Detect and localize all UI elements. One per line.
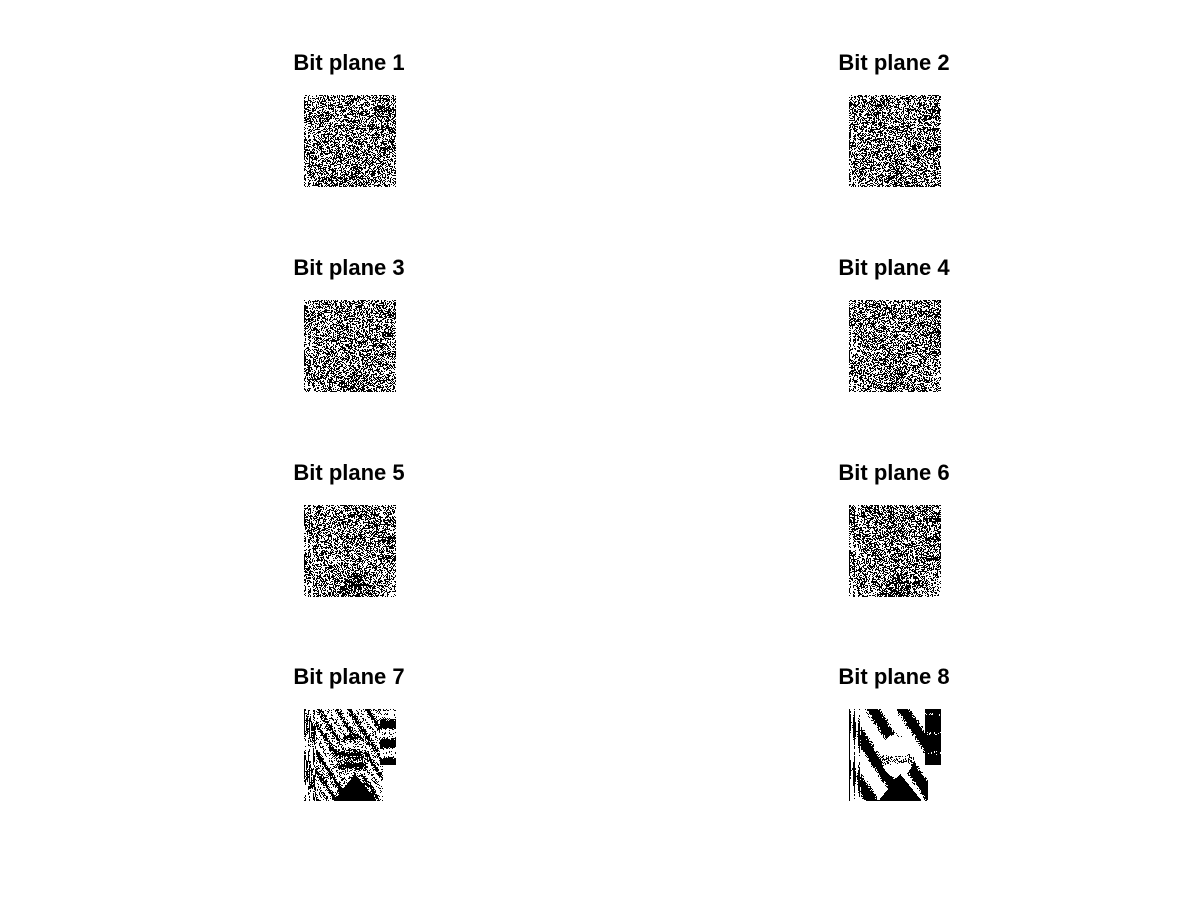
bit-plane-panel-5: Bit plane 5	[249, 460, 449, 620]
bit-plane-image	[304, 505, 396, 597]
panel-title: Bit plane 2	[838, 50, 950, 75]
bit-plane-image	[849, 95, 941, 187]
panel-title: Bit plane 1	[293, 50, 405, 75]
bit-plane-image	[849, 709, 941, 801]
bit-plane-panel-6: Bit plane 6	[794, 460, 994, 620]
panel-title: Bit plane 5	[293, 460, 405, 485]
bit-plane-panel-8: Bit plane 8	[794, 664, 994, 824]
bit-plane-panel-3: Bit plane 3	[249, 255, 449, 415]
bit-plane-image	[849, 505, 941, 597]
panel-title: Bit plane 4	[838, 255, 950, 280]
panel-title: Bit plane 7	[293, 664, 405, 689]
bit-plane-panel-2: Bit plane 2	[794, 50, 994, 210]
bit-plane-image	[849, 300, 941, 392]
bit-plane-image	[304, 709, 396, 801]
bit-plane-panel-4: Bit plane 4	[794, 255, 994, 415]
panel-title: Bit plane 6	[838, 460, 950, 485]
panel-title: Bit plane 3	[293, 255, 405, 280]
bit-plane-panel-1: Bit plane 1	[249, 50, 449, 210]
bit-plane-panel-7: Bit plane 7	[249, 664, 449, 824]
bit-plane-image	[304, 95, 396, 187]
panel-title: Bit plane 8	[838, 664, 950, 689]
bit-plane-image	[304, 300, 396, 392]
